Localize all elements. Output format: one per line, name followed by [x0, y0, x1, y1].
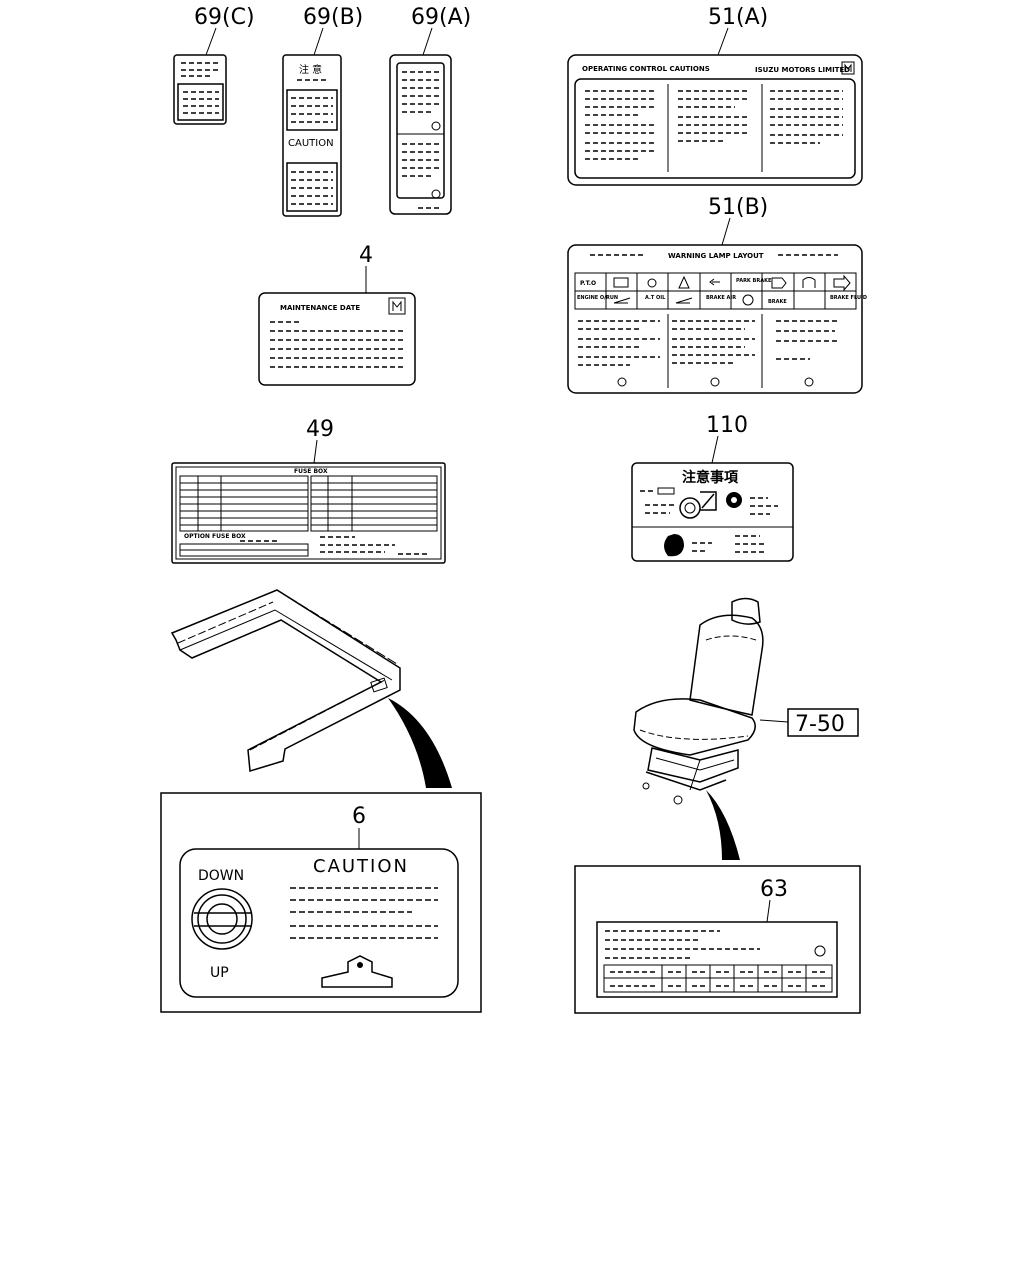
label-51b-title: WARNING LAMP LAYOUT [668, 252, 764, 260]
callout-51a: 51(A) [708, 5, 768, 30]
label-49: 49 FUSE BOX OPTIO [171, 417, 446, 564]
seat-drawing: 7-50 [633, 597, 859, 860]
cab-frame-drawing [170, 589, 452, 788]
callout-69a: 69(A) [411, 5, 471, 30]
text-lines-4 [270, 321, 403, 368]
label-6-caution: CAUTION [313, 856, 409, 877]
lamp-brake-fluid: BRAKE FLUID [830, 295, 867, 301]
label-49-title: FUSE BOX [294, 468, 328, 475]
label-6-down: DOWN [198, 868, 244, 884]
callout-110: 110 [706, 413, 748, 438]
label-6-box: 6 CAUTION DOWN UP [160, 792, 482, 1013]
lamp-brake: BRAKE [768, 299, 787, 305]
callout-51b: 51(B) [708, 195, 768, 220]
fuse-table-right [310, 475, 438, 532]
label-51a-title: OPERATING CONTROL CAUTIONS [582, 65, 710, 73]
label-4-title: MAINTENANCE DATE [280, 304, 360, 312]
callout-63: 63 [760, 877, 788, 902]
label-4: 4 MAINTENANCE DATE [258, 243, 416, 386]
lamp-brake-air: BRAKE AIR [706, 295, 736, 301]
text-lines-51a [585, 90, 843, 160]
callout-49: 49 [306, 417, 334, 442]
label-69a: 69(A) [389, 5, 471, 215]
label-69b-caution: CAUTION [288, 138, 334, 149]
lamp-pto: P.T.O [580, 280, 596, 287]
lamp-at-oil: A.T OIL [645, 295, 666, 301]
callout-69b: 69(B) [303, 5, 363, 30]
label-110-title: 注意事項 [682, 469, 739, 486]
text-lines-51b [578, 320, 840, 366]
callout-4: 4 [359, 243, 373, 268]
label-63-box: 63 [574, 865, 861, 1014]
label-51a-brand: ISUZU MOTORS LIMITED [755, 66, 850, 74]
warning-lamp-grid: P.T.O PARK BRAKE ENGINE O/RUN A.T OIL BR… [574, 272, 867, 310]
label-69b: 69(B) 注 意 CAUTION [282, 5, 363, 217]
label-49-option: OPTION FUSE BOX [184, 533, 246, 540]
lamp-engine: ENGINE O/RUN [577, 295, 618, 301]
label-69c: 69(C) [173, 5, 255, 125]
callout-6: 6 [352, 804, 366, 829]
fuse-table-left [179, 475, 309, 532]
label-51a: 51(A) OPERATING CONTROL CAUTIONS ISUZU M… [567, 5, 863, 186]
label-51b: 51(B) WARNING LAMP LAYOUT P.T.O PARK BRA… [567, 195, 867, 394]
label-63-table [603, 964, 833, 993]
label-69b-kanji: 注 意 [299, 63, 322, 76]
label-6-up: UP [210, 965, 229, 981]
callout-69c: 69(C) [194, 5, 255, 30]
label-110: 110 注意事項 [631, 413, 794, 562]
callout-7-50: 7-50 [795, 712, 845, 737]
lamp-park-brake: PARK BRAKE [736, 278, 772, 284]
